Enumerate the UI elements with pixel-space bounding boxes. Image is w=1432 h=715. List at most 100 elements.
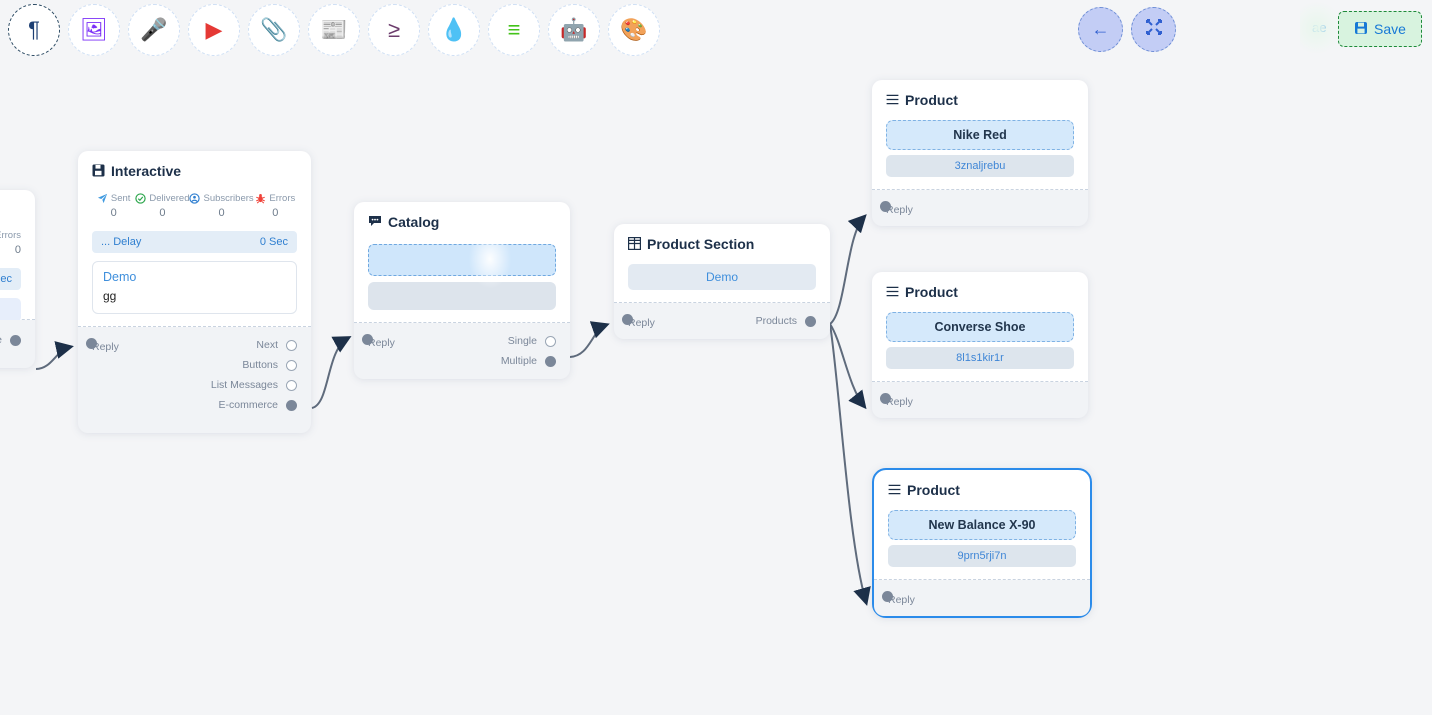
stat-sent-value: 0 [110, 207, 117, 219]
catalog-in-port[interactable]: Reply [362, 333, 395, 351]
node-product-2[interactable]: Product Converse Shoe 8l1s1kir1r Reply [872, 272, 1088, 418]
stat-delivered-value: 0 [159, 207, 166, 219]
out-port-ecommerce[interactable]: E-commerce [211, 395, 297, 415]
palette-microphone-icon[interactable]: 🎤 [128, 4, 180, 56]
product-3-in-port[interactable]: Reply [882, 590, 915, 608]
port-dot[interactable] [286, 379, 297, 391]
port-dot[interactable] [880, 393, 891, 404]
in-port-label: Reply [628, 317, 655, 329]
product-2-code[interactable]: 8l1s1kir1r [886, 347, 1074, 369]
palette-youtube-icon[interactable]: ▶ [188, 4, 240, 56]
palette-news-card-icon[interactable]: 📰 [308, 4, 360, 56]
port-dot[interactable] [10, 334, 21, 346]
catalog-title: Catalog [368, 214, 556, 230]
edge-catalog-to-section [569, 321, 610, 358]
port-dot[interactable] [545, 335, 556, 347]
product-3-name[interactable]: New Balance X-90 [888, 510, 1076, 540]
fit-screen-icon [1145, 18, 1163, 41]
offscreen-errors-value: 0 [14, 244, 21, 256]
node-palette-toolbar[interactable]: ¶ 🖼 🎤 ▶📎 📰 ≥ 💧 ≡🤖🎨 [0, 0, 660, 60]
back-button[interactable]: ← [1078, 7, 1123, 52]
node-interactive[interactable]: Interactive Sent 0 [78, 151, 311, 433]
out-port-label: Buttons [242, 359, 278, 371]
node-product-3[interactable]: Product New Balance X-90 9prn5rji7n Repl… [872, 468, 1092, 618]
node-offscreen-left[interactable]: Errors 0 Sec essage [0, 190, 35, 368]
microphone-icon: 🎤 [140, 17, 168, 42]
palette-attachment-icon[interactable]: 📎 [248, 4, 300, 56]
port-dot[interactable] [880, 201, 891, 212]
catalog-title-text: Catalog [388, 214, 440, 230]
palette-droplet-icon[interactable]: 💧 [428, 4, 480, 56]
catalog-skeleton-secondary [368, 282, 556, 310]
interactive-title-text: Interactive [111, 163, 182, 179]
interactive-body: Interactive Sent 0 [78, 151, 311, 327]
bug-icon [255, 193, 266, 204]
product-3-title: Product [888, 482, 1076, 498]
fit-view-button[interactable] [1131, 7, 1176, 52]
port-dot[interactable] [286, 359, 297, 371]
out-port-label: Products [755, 315, 797, 327]
interactive-footer: Reply Next Buttons List Messages E-comme… [78, 327, 311, 433]
port-dot[interactable] [286, 339, 297, 351]
port-dot[interactable] [805, 315, 816, 327]
port-dot[interactable] [545, 355, 556, 367]
palette-palette-icon[interactable]: 🎨 [608, 4, 660, 56]
product-section-in-port[interactable]: Reply [622, 313, 655, 331]
node-catalog[interactable]: Catalog Reply Single Multiple [354, 202, 570, 379]
product-1-code[interactable]: 3znaljrebu [886, 155, 1074, 177]
product-code-text: 8l1s1kir1r [956, 352, 1004, 364]
out-port-list-messages[interactable]: List Messages [211, 375, 297, 395]
interactive-out-ports[interactable]: Next Buttons List Messages E-commerce [211, 335, 297, 415]
palette-paragraph-icon[interactable]: ¶ [8, 4, 60, 56]
port-dot[interactable] [86, 338, 97, 349]
product-1-in-port[interactable]: Reply [880, 200, 913, 218]
offscreen-skeleton [0, 298, 21, 322]
port-dot[interactable] [882, 591, 893, 602]
offscreen-port-label: essage [0, 334, 2, 346]
catalog-skeleton-primary [368, 244, 556, 276]
news-card-icon: 📰 [320, 17, 348, 42]
out-port-buttons[interactable]: Buttons [211, 355, 297, 375]
stat-errors-value: 0 [272, 207, 279, 219]
product-name-text: Converse Shoe [934, 320, 1026, 334]
palette-list-stack-icon[interactable]: ≡ [488, 4, 540, 56]
palette-condition-icon[interactable]: ≥ [368, 4, 420, 56]
floppy-disk-icon [92, 164, 105, 179]
palette-robot-icon[interactable]: 🤖 [548, 4, 600, 56]
chat-bubble-icon [368, 215, 382, 229]
product-name-text: New Balance X-90 [928, 518, 1036, 532]
node-product-1[interactable]: Product Nike Red 3znaljrebu Reply [872, 80, 1088, 226]
product-section-demo-button[interactable]: Demo [628, 264, 816, 290]
stat-subscribers: Subscribers 0 [189, 193, 254, 219]
product-3-code[interactable]: 9prn5rji7n [888, 545, 1076, 567]
out-port-multiple[interactable]: Multiple [501, 351, 556, 371]
product-section-out-port[interactable]: Products [756, 311, 816, 331]
interactive-delay-row[interactable]: ... Delay 0 Sec [92, 231, 297, 253]
palette-image-icon[interactable]: 🖼 [68, 4, 120, 56]
stat-errors: Errors 0 [254, 193, 297, 219]
interactive-message-card[interactable]: Demo gg [92, 261, 297, 314]
interactive-in-port[interactable]: Reply [86, 337, 119, 355]
product-2-in-port[interactable]: Reply [880, 392, 913, 410]
out-port-single[interactable]: Single [501, 331, 556, 351]
save-button[interactable]: Save [1338, 11, 1422, 47]
out-port-label: List Messages [210, 379, 278, 391]
paragraph-icon: ¶ [28, 17, 40, 42]
node-product-section[interactable]: Product Section Demo Reply Products [614, 224, 830, 339]
edge-section-to-product-1 [829, 214, 867, 325]
edge-interactive-to-catalog [311, 336, 352, 409]
product-1-name[interactable]: Nike Red [886, 120, 1074, 150]
port-dot[interactable] [362, 334, 373, 345]
catalog-out-ports[interactable]: Single Multiple [501, 331, 556, 371]
port-dot[interactable] [622, 314, 633, 325]
out-port-next[interactable]: Next [211, 335, 297, 355]
decorative-glow [1300, 2, 1342, 54]
out-port-label: Single [507, 335, 537, 347]
product-2-name[interactable]: Converse Shoe [886, 312, 1074, 342]
droplet-icon: 💧 [440, 17, 468, 42]
stat-sent: Sent 0 [92, 193, 135, 219]
product-2-title-text: Product [905, 284, 958, 300]
list-icon [888, 483, 901, 497]
port-dot[interactable] [286, 399, 297, 411]
